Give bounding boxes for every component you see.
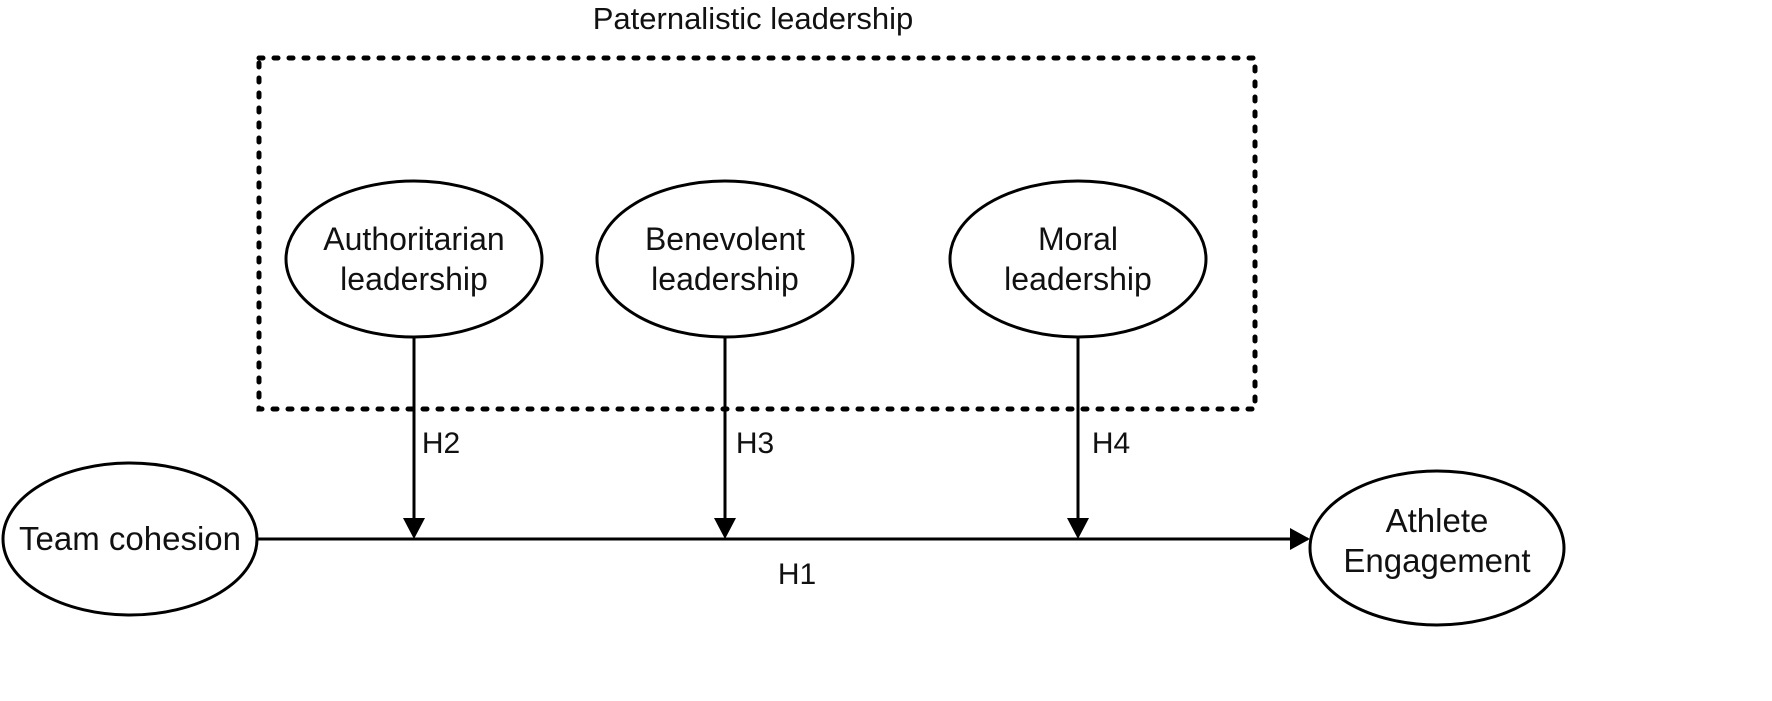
- node-team-cohesion: Team cohesion: [1, 461, 259, 617]
- node-benevolent-line2: leadership: [651, 261, 799, 297]
- node-athlete-engagement-line2: Engagement: [1343, 542, 1530, 579]
- h3-label: H3: [736, 427, 774, 460]
- node-athlete-engagement-line1: Athlete: [1386, 502, 1489, 539]
- node-moral-line1: Moral: [1038, 221, 1118, 257]
- node-benevolent-leadership: Benevolent leadership: [595, 179, 855, 339]
- node-moral-leadership: Moral leadership: [948, 179, 1208, 339]
- node-team-cohesion-label: Team cohesion: [19, 520, 241, 557]
- h2-arrowhead: [403, 518, 425, 539]
- h3-arrowhead: [714, 518, 736, 539]
- node-authoritarian-line2: leadership: [340, 261, 488, 297]
- node-athlete-engagement: Athlete Engagement: [1308, 469, 1566, 627]
- h1-label: H1: [778, 558, 816, 591]
- h2-label: H2: [422, 427, 460, 460]
- group-title: Paternalistic leadership: [593, 1, 914, 36]
- paternalistic-leadership-group-box: [256, 55, 1258, 412]
- node-authoritarian-leadership: Authoritarian leadership: [284, 179, 544, 339]
- h1-arrowhead: [1290, 528, 1310, 550]
- h4-arrowhead: [1067, 518, 1089, 539]
- node-benevolent-line1: Benevolent: [645, 221, 805, 257]
- node-moral-line2: leadership: [1004, 261, 1152, 297]
- h4-label: H4: [1092, 427, 1130, 460]
- node-authoritarian-line1: Authoritarian: [323, 221, 504, 257]
